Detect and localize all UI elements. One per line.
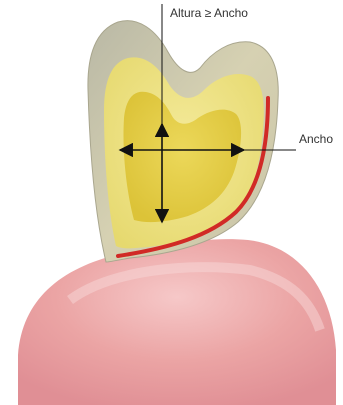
width-label: Ancho xyxy=(299,132,333,146)
height-width-label: Altura ≥ Ancho xyxy=(170,6,248,20)
